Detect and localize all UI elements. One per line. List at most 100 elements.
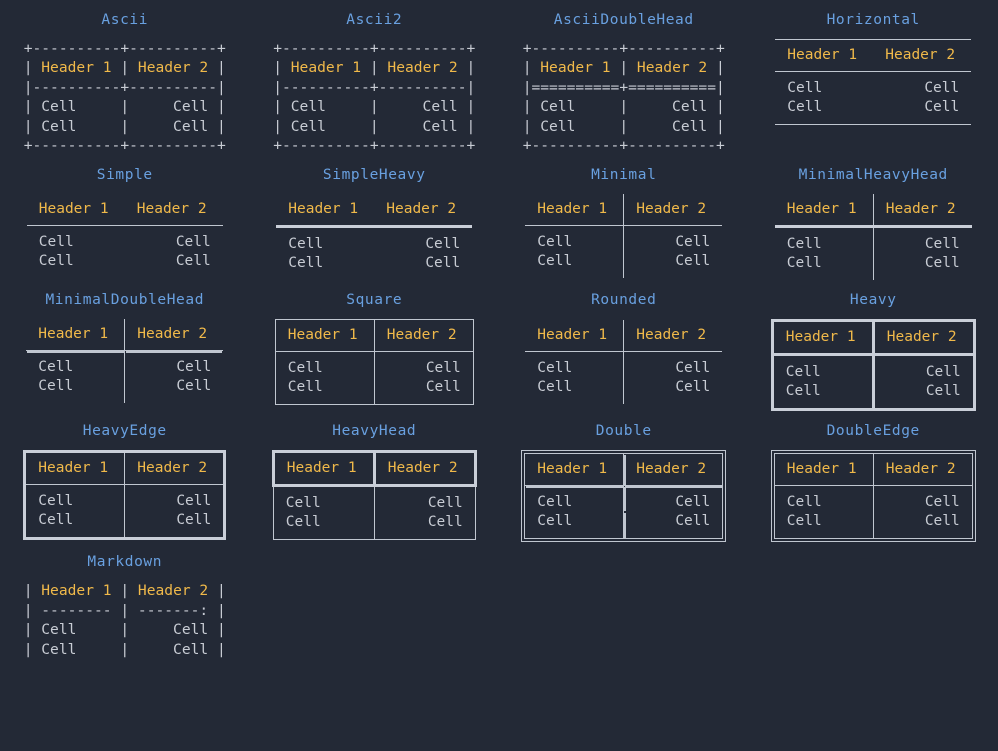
cell-right: Cell	[176, 378, 212, 395]
cell-right: Cell	[373, 378, 474, 406]
ascii-table-markdown: | Header 1 | Header 2 | | -------- | ---…	[23, 582, 226, 658]
cell-left: Cell	[525, 252, 625, 279]
column-header-2: Header 2	[374, 194, 473, 229]
table-style-title: Double	[595, 423, 652, 440]
cell-left: Cell	[770, 353, 875, 383]
cell-left: Cell	[787, 99, 823, 115]
cell-left: Cell	[525, 351, 625, 379]
column-header-1: Header 1	[525, 194, 625, 227]
column-header-2: Header 2	[124, 194, 223, 227]
column-header-2: Header 2	[871, 319, 976, 357]
table-style-title: MinimalHeavyHead	[798, 167, 948, 184]
table-style-title: Ascii	[101, 12, 149, 28]
cell-right: Cell	[675, 234, 711, 251]
cell-right: Cell	[427, 514, 463, 531]
cell-right: Cell	[175, 234, 211, 251]
table-card-markdown: Markdown | Header 1 | Header 2 | | ------…	[0, 542, 250, 659]
table-row: Cell Cell	[26, 377, 223, 404]
column-header-2: Header 2	[623, 453, 723, 487]
column-header-1: Header 1	[274, 319, 375, 353]
cell-left: Cell	[26, 511, 126, 538]
cell-right: Cell	[924, 255, 960, 272]
cell-left: Cell	[774, 485, 874, 513]
column-header-2: Header 2	[873, 39, 972, 72]
table-style-title: AsciiDoubleHead	[553, 12, 694, 28]
cell-right: Cell	[675, 494, 711, 511]
table-style-title: MinimalDoubleHead	[45, 292, 205, 309]
table-style-title: Minimal	[591, 167, 657, 184]
table-style-title: Horizontal	[826, 12, 920, 28]
cell-left: Cell	[770, 382, 875, 412]
column-header-2: Header 2	[372, 450, 477, 488]
cell-right: Cell	[872, 485, 972, 513]
cell-right: Cell	[623, 378, 723, 405]
cell-right: Cell	[623, 351, 723, 379]
cell-right: Cell	[872, 512, 972, 539]
table-card-ascii: Ascii +----------+----------+ | Header 1 …	[0, 0, 250, 155]
cell-left: Cell	[525, 378, 625, 405]
ascii-table-ascii2: +----------+----------+ | Header 1 | Hea…	[273, 40, 476, 155]
cell-left: Cell	[26, 377, 126, 404]
column-header-1: Header 1	[774, 194, 874, 229]
table-style-title: SimpleHeavy	[322, 167, 426, 184]
cell-left: Cell	[273, 485, 375, 514]
cell-left: Cell	[774, 512, 874, 539]
table-style-title: Markdown	[87, 554, 163, 571]
table-row: Cell Cell	[774, 226, 972, 255]
table-card-ascii2: Ascii2 +----------+----------+ | Header 1…	[250, 0, 500, 155]
column-header-2: Header 2	[124, 453, 224, 486]
cell-right: Cell	[675, 513, 711, 530]
table-style-title: Square	[346, 292, 403, 309]
table-style-title: Ascii2	[346, 12, 403, 28]
table-style-title: Heavy	[849, 292, 897, 309]
cell-left: Cell	[774, 226, 874, 255]
cell-left: Cell	[288, 255, 324, 272]
table-card-ascii-double-head: AsciiDoubleHead+----------+----------+ |…	[499, 0, 749, 155]
cell-left: Cell	[274, 351, 375, 379]
cell-left: Cell	[273, 513, 375, 540]
table-row: Cell Cell	[774, 254, 972, 281]
cell-right: Cell	[924, 236, 960, 253]
table-row: Cell Cell	[273, 513, 475, 540]
ascii-table-ascii: +----------+----------+ | Header 1 | Hea…	[23, 40, 226, 155]
cell-left: Cell	[26, 350, 126, 378]
table-row: Cell Cell	[273, 485, 475, 514]
cell-left: Cell	[774, 254, 874, 281]
cell-right: Cell	[427, 495, 463, 512]
column-header-1: Header 1	[26, 453, 126, 486]
column-header-1: Header 1	[770, 319, 875, 357]
